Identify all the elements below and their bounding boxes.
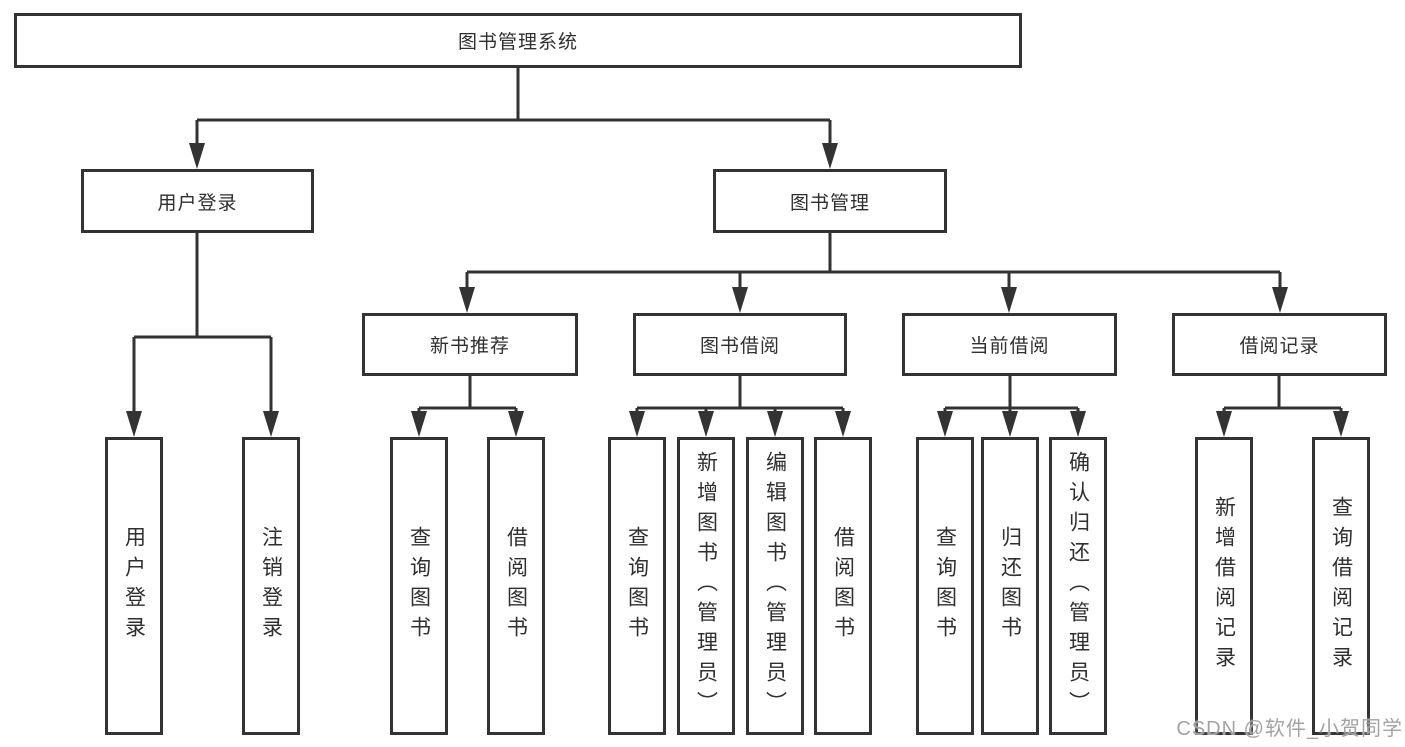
arrowhead bbox=[411, 411, 427, 437]
node-leaf-confirm-return-admin-label: 确认归还（管理员） bbox=[1066, 451, 1090, 721]
connector-root-to-level2 bbox=[195, 68, 832, 147]
node-leaf-user-login-label: 用户登录 bbox=[122, 526, 146, 646]
arrowhead bbox=[1070, 411, 1086, 437]
node-leaf-add-books-admin-label: 新增图书（管理员） bbox=[694, 451, 718, 721]
node-leaf-user-login: 用户登录 bbox=[105, 437, 163, 735]
arrowhead bbox=[189, 143, 205, 169]
node-leaf-edit-books-admin-label: 编辑图书（管理员） bbox=[763, 451, 787, 721]
node-book-borrowing: 图书借阅 bbox=[633, 313, 847, 376]
node-borrowing-records-label: 借阅记录 bbox=[1239, 336, 1320, 357]
node-leaf-confirm-return-admin: 确认归还（管理员） bbox=[1049, 437, 1107, 735]
node-leaf-query-books-borrowing-label: 查询图书 bbox=[625, 526, 649, 646]
node-leaf-return-books: 归还图书 bbox=[981, 437, 1039, 735]
arrowhead bbox=[1333, 411, 1349, 437]
connector-user-login-children bbox=[132, 233, 273, 415]
node-leaf-logout: 注销登录 bbox=[242, 437, 300, 735]
node-book-borrowing-label: 图书借阅 bbox=[699, 336, 780, 357]
connector-new-book-recommend-children bbox=[417, 376, 518, 416]
node-leaf-add-borrow-record-label: 新增借阅记录 bbox=[1212, 496, 1236, 676]
connector-current-borrowing-children bbox=[943, 376, 1080, 416]
arrowhead bbox=[1272, 287, 1288, 313]
node-current-borrowing: 当前借阅 bbox=[902, 313, 1117, 376]
arrowhead bbox=[1216, 411, 1232, 437]
arrowhead bbox=[459, 287, 475, 313]
connector-book-management-children bbox=[465, 233, 1282, 291]
node-borrowing-records: 借阅记录 bbox=[1172, 313, 1387, 376]
arrowhead bbox=[1002, 411, 1018, 437]
node-leaf-query-borrow-record: 查询借阅记录 bbox=[1312, 437, 1370, 735]
node-leaf-query-books-borrowing: 查询图书 bbox=[608, 437, 666, 735]
connector-book-borrowing-children bbox=[635, 376, 845, 416]
arrowhead bbox=[835, 411, 851, 437]
arrowhead bbox=[732, 287, 748, 313]
arrowhead bbox=[629, 411, 645, 437]
node-current-borrowing-label: 当前借阅 bbox=[969, 336, 1050, 357]
node-book-management-label: 图书管理 bbox=[789, 192, 870, 214]
arrowhead bbox=[698, 411, 714, 437]
node-new-book-recommend: 新书推荐 bbox=[362, 313, 578, 376]
node-root: 图书管理系统 bbox=[14, 13, 1022, 68]
node-user-login-label: 用户登录 bbox=[157, 192, 238, 214]
node-leaf-query-books-recommend: 查询图书 bbox=[390, 437, 448, 735]
arrowhead bbox=[1001, 287, 1017, 313]
node-user-login: 用户登录 bbox=[81, 169, 314, 233]
node-leaf-query-books-recommend-label: 查询图书 bbox=[407, 526, 431, 646]
node-book-management: 图书管理 bbox=[713, 169, 947, 233]
node-leaf-return-books-label: 归还图书 bbox=[998, 526, 1022, 646]
node-leaf-edit-books-admin: 编辑图书（管理员） bbox=[746, 437, 804, 735]
node-leaf-query-books-current: 查询图书 bbox=[916, 437, 974, 735]
watermark: CSDN @软件_小贺同学 bbox=[1176, 718, 1403, 740]
arrowhead bbox=[126, 411, 142, 437]
arrowhead bbox=[822, 143, 838, 169]
node-leaf-logout-label: 注销登录 bbox=[259, 526, 283, 646]
node-leaf-add-books-admin: 新增图书（管理员） bbox=[677, 437, 735, 735]
node-leaf-query-books-current-label: 查询图书 bbox=[933, 526, 957, 646]
node-leaf-borrow-books-borrowing: 借阅图书 bbox=[814, 437, 872, 735]
node-leaf-add-borrow-record: 新增借阅记录 bbox=[1195, 437, 1253, 735]
node-new-book-recommend-label: 新书推荐 bbox=[429, 336, 510, 357]
node-leaf-query-borrow-record-label: 查询借阅记录 bbox=[1329, 496, 1353, 676]
node-root-label: 图书管理系统 bbox=[457, 32, 578, 53]
node-leaf-borrow-books-recommend: 借阅图书 bbox=[487, 437, 545, 735]
arrowhead bbox=[767, 411, 783, 437]
arrowhead bbox=[508, 411, 524, 437]
arrowhead bbox=[937, 411, 953, 437]
arrowhead bbox=[263, 411, 279, 437]
node-leaf-borrow-books-recommend-label: 借阅图书 bbox=[504, 526, 528, 646]
connector-borrowing-records-children bbox=[1222, 376, 1343, 416]
node-leaf-borrow-books-borrowing-label: 借阅图书 bbox=[831, 526, 855, 646]
